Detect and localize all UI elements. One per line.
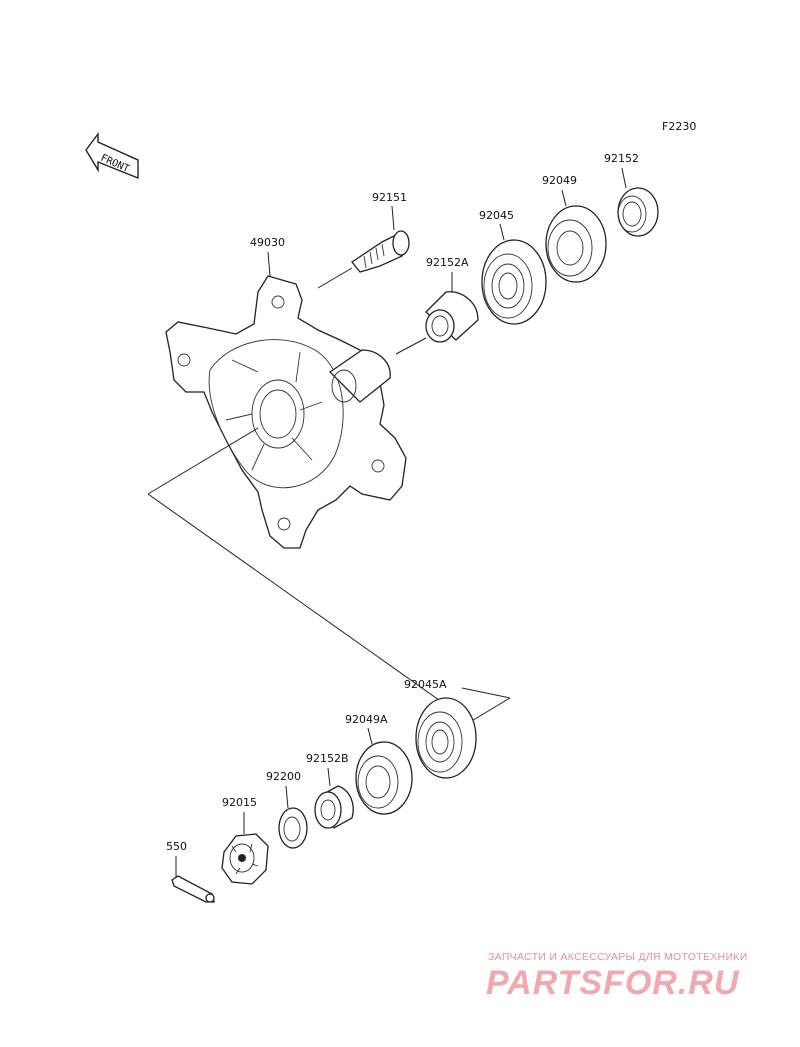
label-92152: 92152	[604, 152, 639, 165]
collar-92152b[interactable]	[314, 785, 354, 829]
bearing-92045a[interactable]	[415, 697, 477, 779]
label-49030: 49030	[250, 236, 285, 249]
spacer-92152a[interactable]	[425, 291, 479, 343]
label-92200: 92200	[266, 770, 301, 783]
label-92049a: 92049A	[345, 713, 388, 726]
stud-92151[interactable]	[351, 230, 410, 273]
label-92045a: 92045A	[404, 678, 447, 691]
cotter-pin-550[interactable]	[171, 875, 215, 903]
front-arrow-icon: FRONT	[85, 131, 139, 180]
seal-92049a[interactable]	[355, 741, 413, 815]
label-92152b: 92152B	[306, 752, 349, 765]
watermark-tagline: ЗАПЧАСТИ И АКСЕССУАРЫ ДЛЯ МОТОТЕХНИКИ	[488, 951, 748, 963]
label-550: 550	[166, 840, 187, 853]
watermark-logo: PARTSFOR.RU	[486, 964, 740, 1002]
label-92049: 92049	[542, 174, 577, 187]
castle-nut-92015[interactable]	[221, 833, 269, 885]
label-92045: 92045	[479, 209, 514, 222]
label-92152a: 92152A	[426, 256, 469, 269]
seal-92049[interactable]	[545, 205, 607, 283]
collar-92152[interactable]	[617, 187, 659, 237]
hub-49030[interactable]	[165, 275, 407, 549]
label-92151: 92151	[372, 191, 407, 204]
diagram-code: F2230	[662, 120, 696, 133]
washer-92200[interactable]	[278, 807, 308, 849]
bearing-92045[interactable]	[481, 239, 547, 325]
label-92015: 92015	[222, 796, 257, 809]
